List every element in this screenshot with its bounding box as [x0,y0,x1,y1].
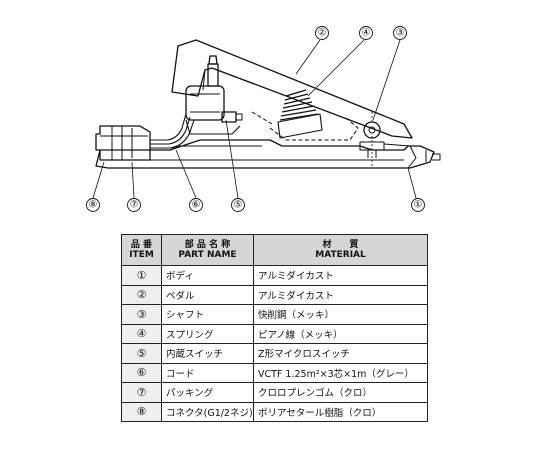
callout-label: ⑧ [89,200,98,211]
item-number: ⑧ [121,401,162,422]
callout-label: ⑥ [192,200,201,211]
part-name: コード [161,362,254,383]
item-number: ④ [121,323,162,344]
material: Z形マイクロスイッチ [253,343,428,364]
callout-label: ④ [362,28,371,39]
table-header-row: 品 番 ITEM 部 品 名 称 PART NAME 材 質 MATERIAL [121,234,428,266]
part-name: スプリング [161,323,254,344]
callout-label: ① [414,200,423,211]
table-row: ⑦ パッキング クロロプレンゴム（クロ） [121,382,428,403]
part-name: 内蔵スイッチ [161,343,254,364]
header-part-name: 部 品 名 称 PART NAME [161,234,254,266]
table-row: ⑧ コネクタ(G1/2ネジ) ポリアセタール樹脂（クロ） [121,401,428,422]
header-material: 材 質 MATERIAL [253,234,428,266]
material: アルミダイカスト [253,284,428,305]
table-row: ③ シャフト 快削鋼（メッキ） [121,304,428,325]
table-row: ④ スプリング ピアノ線（メッキ） [121,323,428,344]
foot-switch-drawing: ② ④ ③ ⑧ ⑦ ⑥ ⑤ ① [86,26,441,212]
item-number: ⑤ [121,343,162,364]
connector-outline [95,125,151,161]
material: VCTF 1.25m²×3芯×1m（グレー） [253,362,428,383]
spring [279,89,319,121]
table-row: ⑥ コード VCTF 1.25m²×3芯×1m（グレー） [121,362,428,383]
callout-label: ⑦ [130,200,139,211]
material: 快削鋼（メッキ） [253,304,428,325]
callout-label: ③ [396,28,405,39]
material: ピアノ線（メッキ） [253,323,428,344]
table-row: ① ボディ アルミダイカスト [121,265,428,286]
item-number: ① [121,265,162,286]
material: ポリアセタール樹脂（クロ） [253,401,428,422]
micro-switch [185,85,225,121]
material: アルミダイカスト [253,265,428,286]
header-item: 品 番 ITEM [121,234,162,266]
callout-label: ② [318,28,327,39]
table-row: ⑤ 内蔵スイッチ Z形マイクロスイッチ [121,343,428,364]
part-name: ボディ [161,265,254,286]
item-number: ③ [121,304,162,325]
part-name: コネクタ(G1/2ネジ) [161,401,254,422]
item-number: ⑥ [121,362,162,383]
material: クロロプレンゴム（クロ） [253,382,428,403]
item-number: ⑦ [121,382,162,403]
part-name: パッキング [161,382,254,403]
callout-label: ⑤ [234,200,243,211]
body-outline [95,139,435,169]
item-number: ② [121,284,162,305]
table-row: ② ペダル アルミダイカスト [121,284,428,305]
part-name: シャフト [161,304,254,325]
part-name: ペダル [161,284,254,305]
parts-table: 品 番 ITEM 部 品 名 称 PART NAME 材 質 MATERIAL … [121,234,428,422]
pedal-outline [171,39,413,139]
